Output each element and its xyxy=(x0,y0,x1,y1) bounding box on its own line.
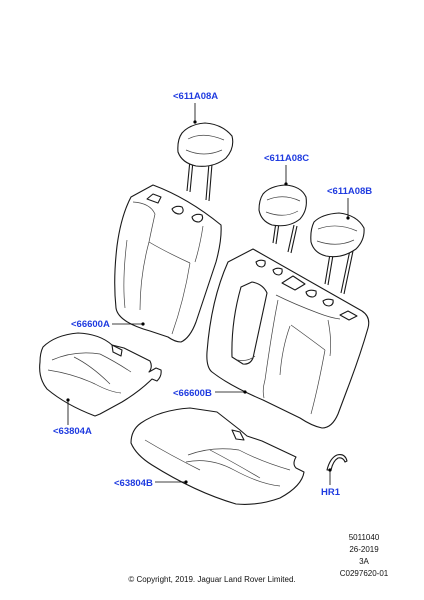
callout-backrest-small[interactable]: <66600A xyxy=(71,319,110,330)
callout-cushion-large[interactable]: <63804B xyxy=(114,478,153,489)
backrest-large[interactable] xyxy=(206,248,370,429)
callout-cushion-small[interactable]: <63804A xyxy=(53,426,92,437)
callout-headrest-center[interactable]: <611A08A xyxy=(173,91,219,102)
callout-headrest-right[interactable]: <611A08B xyxy=(327,186,373,197)
copyright-notice: © Copyright, 2019. Jaguar Land Rover Lim… xyxy=(128,575,296,584)
headrest-left[interactable] xyxy=(258,184,307,254)
reference-number: 5011040 xyxy=(348,533,380,542)
backrest-small[interactable] xyxy=(114,184,222,343)
cushion-small[interactable] xyxy=(39,332,162,417)
reference-date: 26-2019 xyxy=(349,545,379,554)
hook-hr1[interactable] xyxy=(326,454,348,471)
reference-revision: 3A xyxy=(359,557,369,566)
callout-hook[interactable]: HR1 xyxy=(321,487,341,498)
headrest-right[interactable] xyxy=(310,212,365,295)
reference-block: 5011040 26-2019 3A C0297620-01 xyxy=(330,532,398,580)
leader-lines xyxy=(66,103,350,485)
callout-backrest-large[interactable]: <66600B xyxy=(173,388,212,399)
cushion-large[interactable] xyxy=(130,407,305,505)
headrest-center[interactable] xyxy=(177,122,234,202)
reference-code: C0297620-01 xyxy=(339,569,389,578)
callout-headrest-left[interactable]: <611A08C xyxy=(264,153,310,164)
